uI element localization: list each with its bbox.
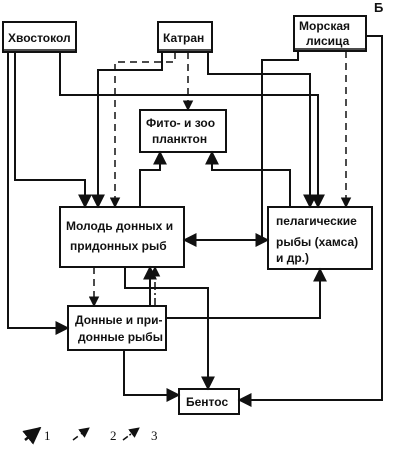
node-molod-label-2: придонных рыб [70, 239, 167, 253]
node-pelagic-label-3: и др.) [276, 251, 309, 265]
node-morskaya-lisica: Морская лисица [293, 15, 367, 52]
legend-item-1: 1 [22, 426, 51, 445]
arrow-katran-molod [91, 52, 163, 209]
arrow-katran-molod-dashed [109, 52, 176, 209]
node-plankton: Фито- и зоо планктон [139, 109, 227, 153]
legend-item-3: 3 [122, 427, 158, 443]
node-molod: Молодь донных и придонных рыб [59, 206, 185, 268]
node-plankton-label-1: Фито- и зоо [146, 116, 215, 130]
node-donnye: Донные и при- донные рыбы [67, 305, 167, 351]
legend-label-3: 3 [151, 428, 158, 443]
arrow-hvostokol-pelagic [59, 52, 325, 209]
arrow-molod-plankton [139, 150, 167, 207]
node-molod-label-1: Молодь донных и [66, 219, 173, 233]
legend-label-2: 2 [110, 428, 117, 443]
node-pelagic: пелагические рыбы (хамса) и др.) [267, 206, 373, 270]
node-morskaya-lisica-label-2: лисица [306, 34, 350, 48]
node-plankton-label-2: планктон [152, 132, 207, 146]
panel-label: Б [374, 0, 383, 15]
arrow-hvostokol-molod [14, 52, 92, 209]
arrow-lisica-bentos [237, 35, 383, 407]
solid-arrows [7, 35, 383, 407]
node-pelagic-label-1: пелагические [276, 214, 357, 228]
legend-item-2: 2 [72, 427, 117, 443]
legend: 1 2 3 [22, 426, 158, 445]
arrow-katran-pelagic [207, 52, 317, 209]
node-morskaya-lisica-label-1: Морская [299, 19, 350, 33]
node-donnye-label-1: Донные и при- [75, 313, 162, 327]
dashed-arrows [88, 51, 352, 308]
arrow-donnye-bentos [123, 350, 181, 402]
node-hvostokol-label: Хвостокол [8, 31, 71, 45]
arrow-hvostokol-donnye [7, 52, 70, 335]
node-katran-label: Катран [163, 31, 204, 45]
node-hvostokol: Хвостокол [2, 21, 77, 53]
legend-label-1: 1 [44, 428, 51, 443]
node-bentos: Бентос [178, 388, 240, 415]
node-katran: Катран [157, 21, 213, 53]
arrow-molod-bentos [124, 267, 215, 391]
node-donnye-label-2: донные рыбы [78, 330, 163, 344]
arrow-donnye-pelagic [166, 267, 327, 319]
node-bentos-label: Бентос [186, 395, 228, 409]
node-pelagic-label-2: рыбы (хамса) [276, 235, 358, 249]
arrow-pelagic-plankton [205, 150, 291, 207]
